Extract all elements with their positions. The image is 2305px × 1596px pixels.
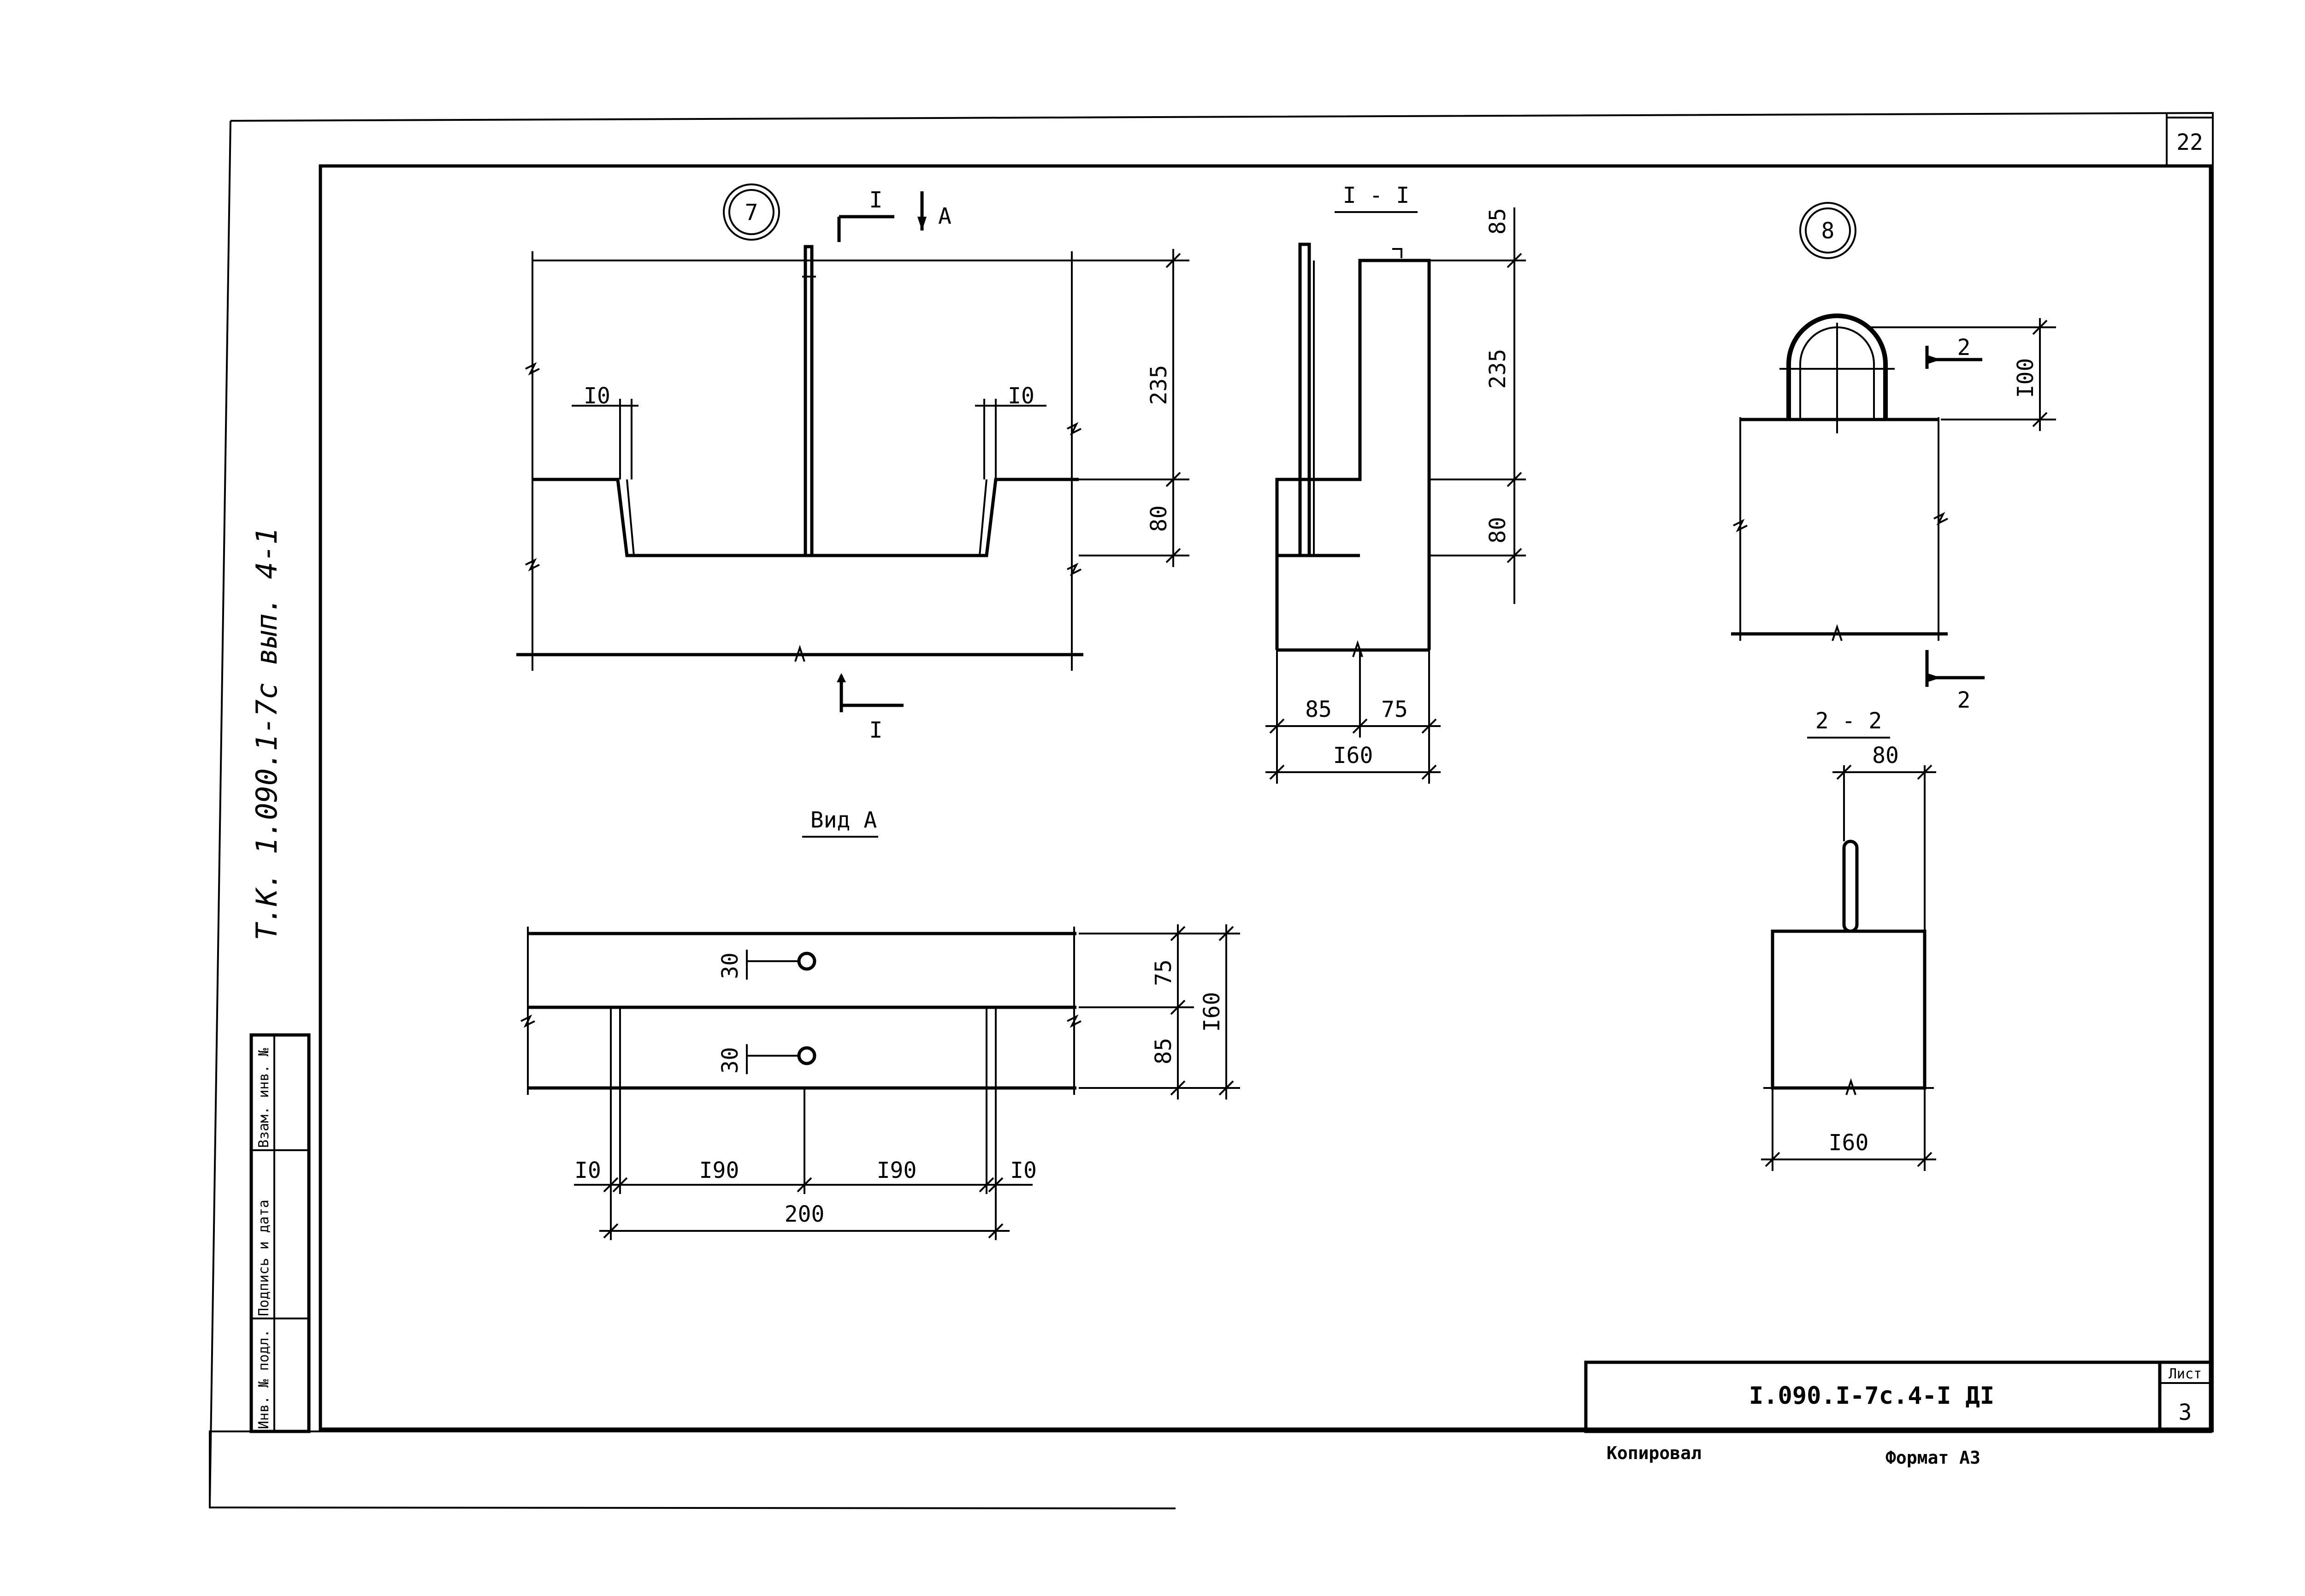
sheet-frame — [209, 112, 2214, 1509]
dim-10-left-front: I0 — [584, 383, 610, 409]
hole-top — [797, 952, 816, 971]
section-1-1: I - I 85 235 80 85 75 I60 — [1265, 183, 1526, 784]
dim-235-front: 235 — [1146, 365, 1172, 405]
section-2-2-title: 2 - 2 — [1815, 708, 1882, 734]
node-8-marker — [1799, 202, 1856, 259]
dim-75-section: 75 — [1381, 697, 1408, 722]
dim-80-section22: 80 — [1872, 743, 1899, 768]
view-a: Вид А 30 30 75 85 I60 — [520, 807, 1240, 1240]
node-8-view: 8 I00 2 2 — [1731, 202, 2056, 713]
list-number: 3 — [2179, 1400, 2192, 1425]
section-1-1-title: I - I — [1343, 183, 1410, 208]
dim-10-right-plan: I0 — [1010, 1158, 1037, 1183]
dim-100-node8: I00 — [2013, 358, 2039, 398]
sidebar-sign-label: Подпись и дата — [256, 1200, 272, 1316]
section-2-2: 2 - 2 80 I60 — [1761, 708, 1936, 1171]
dim-160-plan: I60 — [1199, 992, 1225, 1032]
dim-80-section: 80 — [1485, 517, 1511, 544]
title-block: I.090.I-7c.4-I ДI Лист 3 — [1584, 1360, 2212, 1433]
node-8-number: 8 — [1821, 218, 1835, 244]
cut-2-label-top: 2 — [1957, 335, 1971, 361]
sidebar-vzam-label: Взам. инв. № — [256, 1048, 272, 1148]
dim-75-plan: 75 — [1151, 959, 1176, 986]
hole-bottom — [797, 1046, 816, 1065]
dim-190-left-plan: I90 — [699, 1158, 739, 1183]
dim-190-right-plan: I90 — [877, 1158, 917, 1183]
cut-2-label-bottom: 2 — [1957, 687, 1971, 713]
dim-160-section22: I60 — [1829, 1130, 1869, 1156]
page-corner-number: 22 — [2176, 130, 2203, 155]
dim-160-section: I60 — [1333, 743, 1373, 768]
dim-200-plan: 200 — [785, 1201, 825, 1227]
copied-label: Копировал — [1607, 1443, 1702, 1463]
view-a-title: Вид А — [810, 807, 877, 833]
list-label: Лист — [2169, 1366, 2202, 1382]
dim-85-plan: 85 — [1151, 1038, 1176, 1064]
dim-10-right-front: I0 — [1008, 383, 1034, 409]
node-7-marker — [723, 183, 780, 241]
format-label: Формат А3 — [1885, 1448, 1980, 1468]
page-corner-box: 22 — [2166, 117, 2214, 167]
dim-30-top: 30 — [717, 952, 743, 979]
cut-1-label-top: I — [869, 187, 883, 213]
dim-85-top-section: 85 — [1485, 208, 1511, 235]
side-document-code: Т.К. 1.090.1-7с вып. 4-1 — [250, 527, 284, 940]
dim-10-left-plan: I0 — [574, 1158, 601, 1183]
sidebar-inv-label: Инв. № подл. — [256, 1329, 272, 1429]
dim-85-section: 85 — [1305, 697, 1332, 722]
cut-1-label-bottom: I — [869, 717, 883, 743]
dim-235-section: 235 — [1485, 349, 1511, 389]
node-7-number: 7 — [745, 200, 758, 225]
dim-30-bottom: 30 — [717, 1047, 743, 1074]
document-code: I.090.I-7c.4-I ДI — [1749, 1382, 1994, 1410]
view-a-arrow-label: А — [938, 203, 952, 229]
dim-80-front: 80 — [1146, 505, 1172, 532]
node-7-front-view: 7 I А 235 80 I0 I0 — [516, 183, 1189, 743]
sidebar-stamp: Инв. № подл. Подпись и дата Взам. инв. № — [249, 1033, 311, 1433]
